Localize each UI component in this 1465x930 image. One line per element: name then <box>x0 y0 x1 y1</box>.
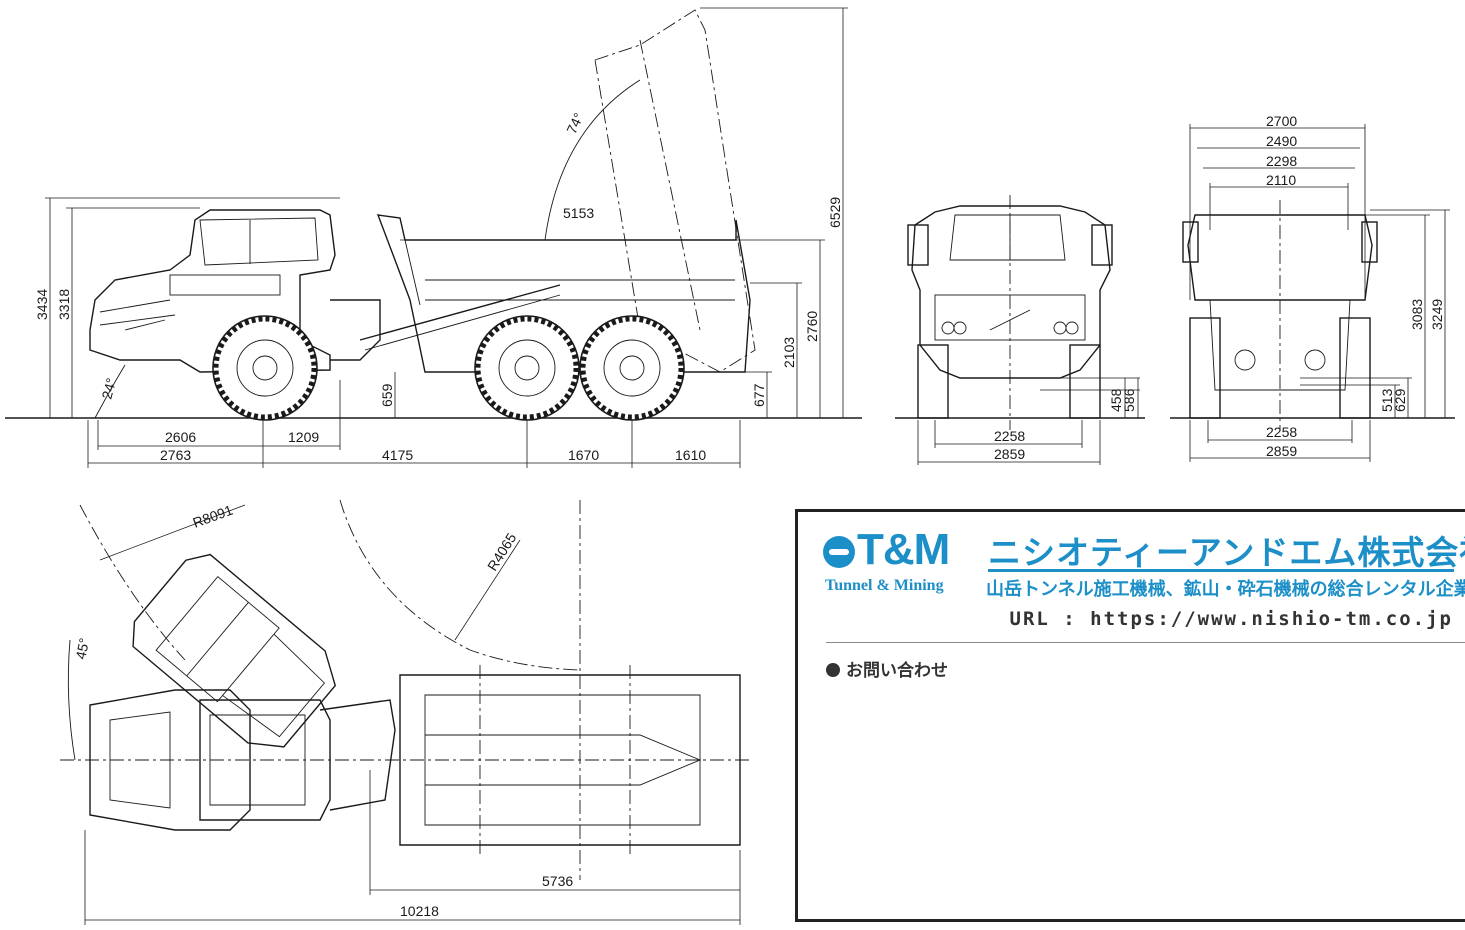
front-dim-ground-1: 458 <box>1108 388 1124 412</box>
divider <box>826 642 1465 643</box>
logo-mark-icon <box>823 536 855 568</box>
dim-wheelbase: 4175 <box>382 447 413 463</box>
dim-rear-clearance: 677 <box>751 383 767 407</box>
rear-dim-g1: 513 <box>1379 388 1395 412</box>
rear-dim-g2: 629 <box>1392 388 1408 412</box>
front-dim-width: 2859 <box>994 446 1025 462</box>
company-info-box: T&M Tunnel & Mining ニシオティーアンドエム株式会社 山岳トン… <box>795 509 1465 922</box>
dim-body-length: 5153 <box>563 205 594 221</box>
company-name: ニシオティーアンドエム株式会社 <box>988 534 1465 571</box>
dim-approach-angle: 24° <box>98 376 119 401</box>
logo-text: T&M <box>857 525 950 574</box>
front-view: 2258 2859 458 586 <box>895 195 1145 465</box>
rear-dim-w2: 2490 <box>1266 133 1297 149</box>
rear-dim-w1: 2700 <box>1266 113 1297 129</box>
contact-heading: お問い合わせ <box>826 656 948 681</box>
company-logo: T&M Tunnel & Mining <box>823 525 973 600</box>
side-view: 3434 3318 74° 5153 6529 2760 2103 677 65… <box>5 7 862 468</box>
top-dim-inner-radius: R4065 <box>484 530 520 574</box>
rear-dim-w3: 2298 <box>1266 153 1297 169</box>
rear-dim-width: 2859 <box>1266 443 1297 459</box>
dim-height-cab: 3318 <box>56 289 72 320</box>
dim-body-side: 2103 <box>781 337 797 368</box>
rear-wheel <box>579 315 685 421</box>
rear-dim-h1: 3083 <box>1409 299 1425 330</box>
contact-label: お問い合わせ <box>846 661 948 680</box>
dim-body-height: 2760 <box>804 311 820 342</box>
rear-dim-w4: 2110 <box>1266 172 1296 188</box>
dim-cab-axle: 1209 <box>288 429 319 445</box>
top-dim-body-len: 5736 <box>542 873 573 889</box>
logo-subtitle: Tunnel & Mining <box>825 577 944 594</box>
rear-dim-h2: 3249 <box>1429 299 1445 330</box>
dim-tip-angle: 74° <box>563 110 586 136</box>
dim-bogie: 1670 <box>568 447 599 463</box>
dim-dump-height: 6529 <box>827 197 843 228</box>
top-dim-steer-angle: 45° <box>72 637 92 661</box>
middle-wheel <box>474 315 580 421</box>
front-dim-ground-2: 586 <box>1121 388 1137 412</box>
bullet-icon <box>826 663 840 677</box>
front-wheel <box>212 315 318 421</box>
dim-height-total: 3434 <box>34 289 50 320</box>
dim-front-overhang: 2763 <box>160 447 191 463</box>
dim-hitch-clearance: 659 <box>379 383 395 407</box>
company-url[interactable]: URL : https://www.nishio-tm.co.jp <box>1009 608 1453 630</box>
company-tagline: 山岳トンネル施工機械、鉱山・砕石機械の総合レンタル企業 <box>986 579 1465 599</box>
dim-front-axle: 2606 <box>165 429 196 445</box>
rear-view: 2700 2490 2298 2110 3083 3249 513 629 22… <box>1170 113 1455 462</box>
dim-rear-overhang: 1610 <box>675 447 706 463</box>
company-name-underline <box>988 569 1454 572</box>
top-dim-outer-radius: R8091 <box>191 502 235 531</box>
front-dim-track: 2258 <box>994 428 1025 444</box>
rear-dim-track: 2258 <box>1266 424 1297 440</box>
top-view: R8091 R4065 45° 5736 10218 <box>60 499 750 925</box>
top-dim-total-len: 10218 <box>400 903 439 919</box>
